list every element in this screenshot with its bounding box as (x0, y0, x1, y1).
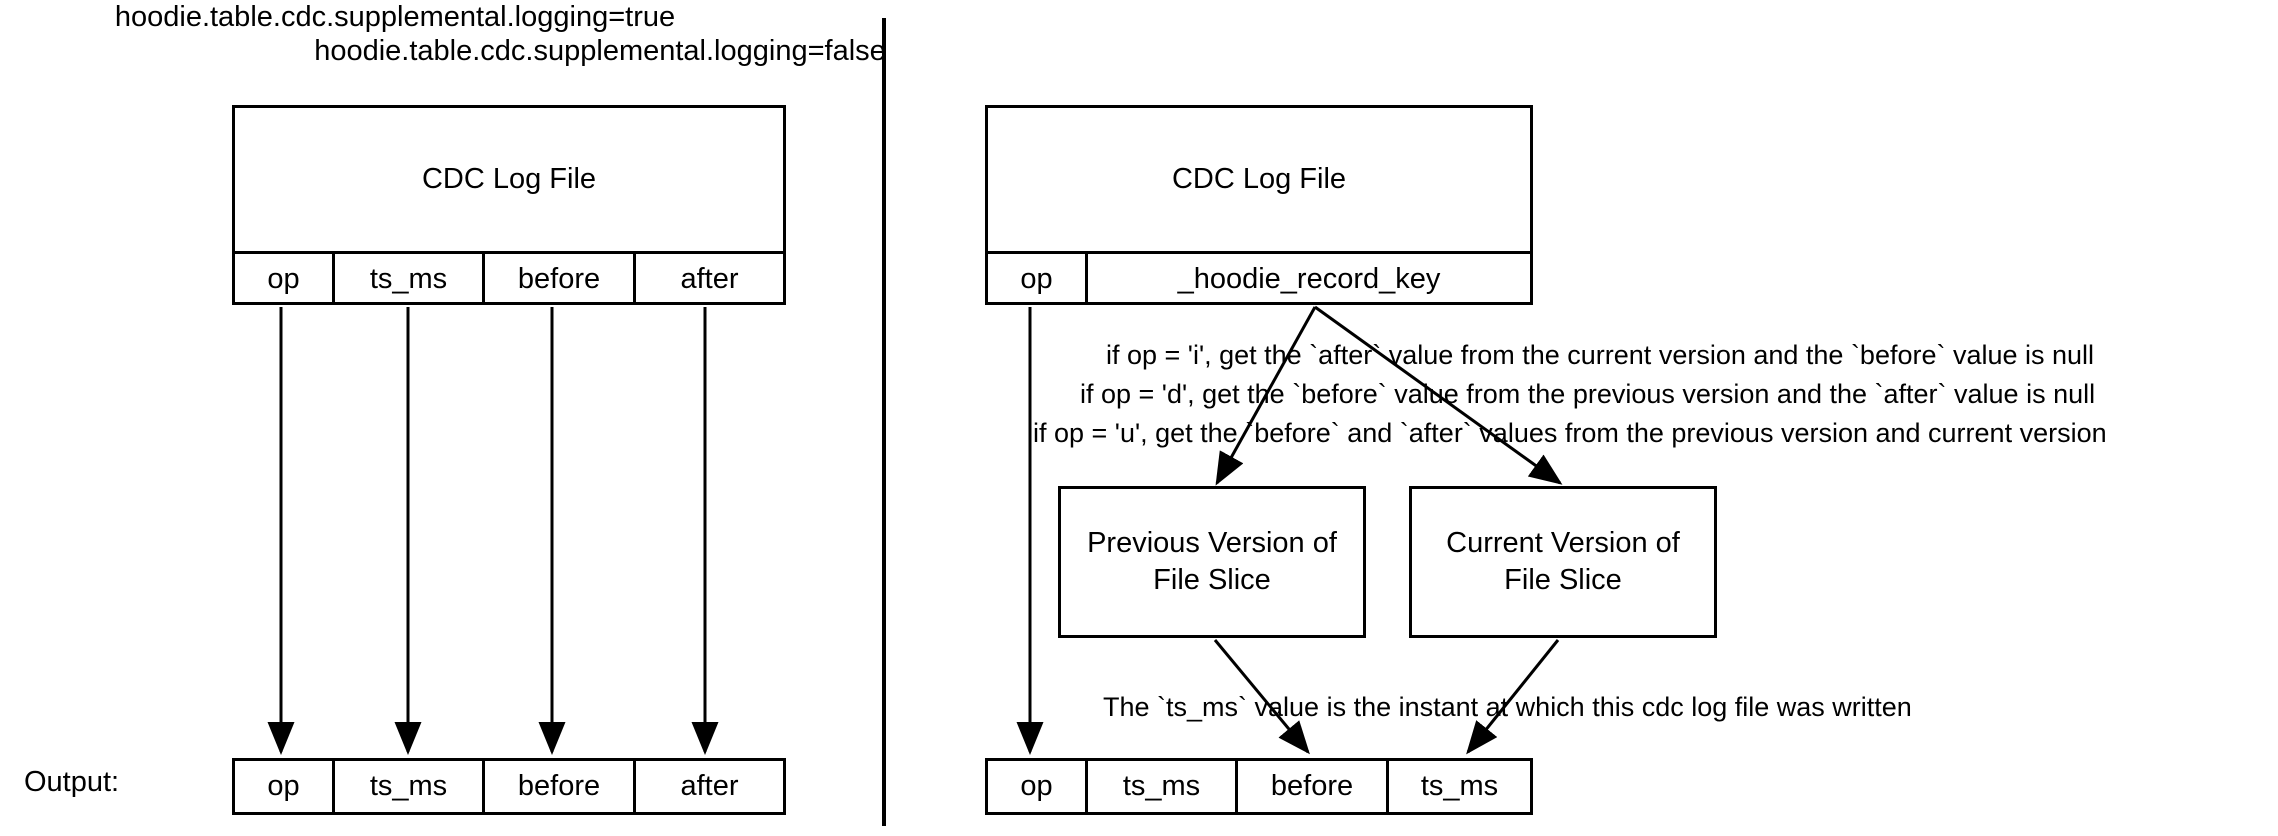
right-log-col-hoodie-record-key: _hoodie_record_key (1085, 254, 1530, 305)
left-log-col-after: after (633, 254, 783, 305)
right-cdc-log-file-table: CDC Log File op _hoodie_record_key (985, 105, 1533, 305)
output-label-left: Output: (24, 766, 120, 798)
right-cdc-log-file-header: CDC Log File (1171, 163, 1347, 195)
previous-version-box: Previous Version of File Slice (1058, 486, 1366, 638)
previous-version-line-2: File Slice (1153, 564, 1271, 596)
right-cdc-log-file-columns: op _hoodie_record_key (988, 251, 1530, 305)
right-log-col-op: op (1020, 263, 1053, 295)
right-output-columns: op ts_ms before ts_ms (988, 761, 1530, 812)
panel-title-left: hoodie.table.cdc.supplemental.logging=tr… (114, 1, 676, 33)
right-output-col-ts-ms-2: ts_ms (1386, 761, 1530, 812)
left-cdc-log-file-columns: op ts_ms before after (235, 251, 783, 305)
current-version-box: Current Version of File Slice (1409, 486, 1717, 638)
right-output-row-table: op ts_ms before ts_ms (985, 758, 1533, 815)
right-output-col-op: op (1020, 770, 1053, 802)
left-log-col-before: before (482, 254, 633, 305)
ts-ms-note: The `ts_ms` value is the instant at whic… (1103, 692, 1912, 722)
rule-note-delete: if op = 'd', get the `before` value from… (1080, 379, 2096, 409)
left-log-col-ts-ms: ts_ms (332, 254, 482, 305)
left-output-col-after: after (633, 761, 783, 812)
previous-version-line-1: Previous Version of (1087, 527, 1337, 559)
left-output-col-op: op (267, 770, 300, 802)
right-output-col-ts-ms: ts_ms (1085, 761, 1235, 812)
left-output-columns: op ts_ms before after (235, 761, 783, 812)
current-version-box-text: Current Version of File Slice (1446, 525, 1680, 599)
right-output-col-before: before (1235, 761, 1386, 812)
left-cdc-log-file-table: CDC Log File op ts_ms before after (232, 105, 786, 305)
previous-version-box-text: Previous Version of File Slice (1087, 525, 1337, 599)
current-version-line-1: Current Version of (1446, 527, 1680, 559)
left-cdc-log-file-header: CDC Log File (421, 163, 597, 195)
left-output-col-before: before (482, 761, 633, 812)
left-output-col-ts-ms: ts_ms (332, 761, 482, 812)
rule-note-update: if op = 'u', get the `before` and `after… (1033, 418, 2107, 448)
panel-title-right: hoodie.table.cdc.supplemental.logging=fa… (314, 35, 886, 67)
left-output-row-table: op ts_ms before after (232, 758, 786, 815)
rule-note-insert: if op = 'i', get the `after` value from … (1106, 340, 2095, 370)
left-log-col-op: op (267, 263, 300, 295)
current-version-line-2: File Slice (1504, 564, 1622, 596)
